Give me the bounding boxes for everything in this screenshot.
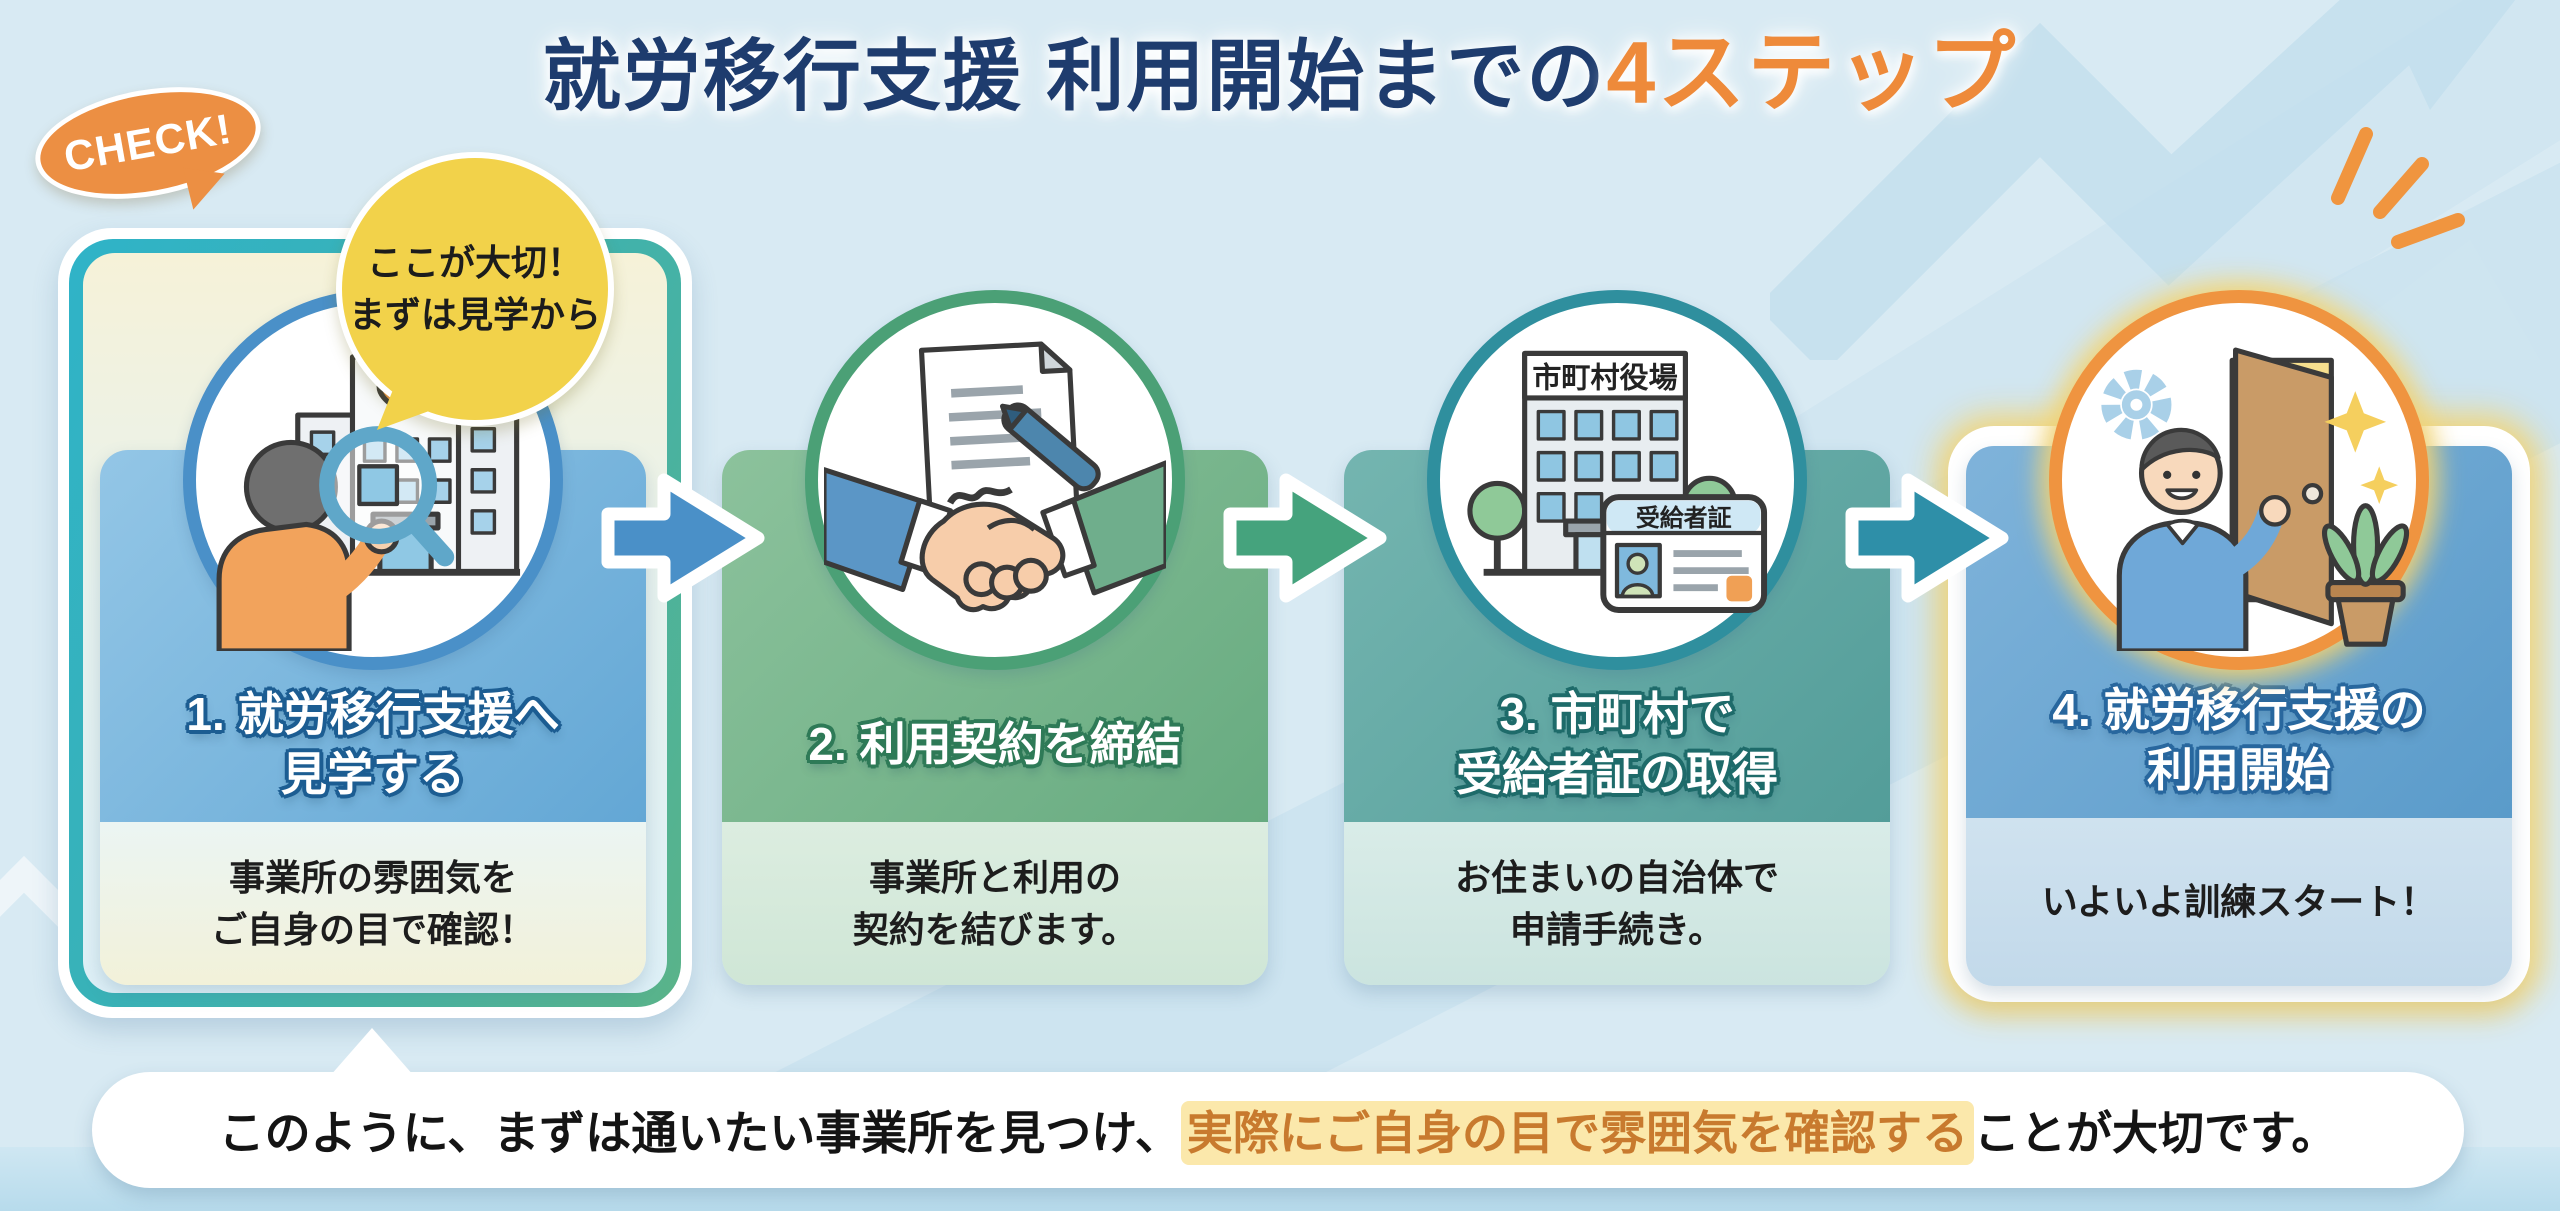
footer-banner: このように、まずは通いたい事業所を見つけ、実際にご自身の目で雰囲気を確認すること… bbox=[92, 1028, 2464, 1188]
step4-title-line2: 利用開始 bbox=[2147, 744, 2331, 796]
tip-bubble: ここが大切！ まずは見学から bbox=[336, 152, 614, 426]
check-badge-label: CHECK! bbox=[60, 104, 236, 181]
tip-bubble-line1: ここが大切！ bbox=[366, 241, 583, 283]
footer-text-prefix: このように、まずは通いたい事業所を見つけ、 bbox=[218, 1107, 1181, 1159]
step2-title-line1: 2. 利用契約を締結 bbox=[808, 718, 1182, 771]
step3-body: お住まいの自治体で 申請手続き。 bbox=[1344, 822, 1890, 985]
step4-body: いよいよ訓練スタート！ bbox=[1966, 818, 2512, 986]
city-hall-illustration: 市町村役場 受給者証 bbox=[1467, 350, 1768, 613]
step1-title-line1: 1. 就労移行支援へ bbox=[186, 688, 560, 741]
open-door-illustration bbox=[2101, 347, 2410, 651]
step1-body: 事業所の雰囲気を ご自身の目で確認！ bbox=[100, 822, 646, 985]
step2-body: 事業所と利用の 契約を結びます。 bbox=[722, 822, 1268, 985]
footer-text-highlight: 実際にご自身の目で雰囲気を確認する bbox=[1180, 1101, 1974, 1165]
emphasis-rays-icon bbox=[2331, 127, 2465, 249]
step3-icon-circle: 市町村役場 受給者証 bbox=[1427, 290, 1807, 670]
flow-arrow-2 bbox=[1223, 473, 1387, 603]
page-title: 就労移行支援 利用開始までの4ステップ bbox=[0, 2, 2560, 129]
flow-arrow-1 bbox=[601, 473, 765, 603]
background-growth-arrow bbox=[1770, 0, 2540, 360]
svg-text:受給者証: 受給者証 bbox=[1636, 504, 1732, 532]
handshake-contract-illustration bbox=[824, 341, 1166, 613]
step3-title-line1: 3. 市町村で bbox=[1499, 688, 1735, 741]
page-title-text: 就労移行支援 利用開始までの bbox=[542, 32, 1607, 120]
step4-icon-circle bbox=[2049, 290, 2429, 670]
step2-desc-line2: 契約を結びます。 bbox=[852, 908, 1138, 950]
step2-icon-circle bbox=[805, 290, 1185, 670]
tip-bubble-line2: まずは見学から bbox=[348, 294, 601, 335]
footer-text: このように、まずは通いたい事業所を見つけ、実際にご自身の目で雰囲気を確認すること… bbox=[218, 1097, 2338, 1165]
step4-desc-line1: いよいよ訓練スタート！ bbox=[2041, 881, 2437, 923]
step2-desc-line1: 事業所と利用の bbox=[868, 857, 1121, 899]
footer-text-suffix: ことが大切です。 bbox=[1974, 1107, 2338, 1159]
step4-title-line1: 4. 就労移行支援の bbox=[2052, 684, 2426, 737]
step3-desc-line2: 申請手続き。 bbox=[1509, 908, 1725, 950]
flow-arrow-3 bbox=[1845, 473, 2009, 603]
svg-text:市町村役場: 市町村役場 bbox=[1532, 361, 1677, 395]
step3-desc-line1: お住まいの自治体で bbox=[1454, 857, 1779, 899]
step3-title-line2: 受給者証の取得 bbox=[1456, 748, 1778, 800]
page-title-accent: 4ステップ bbox=[1606, 23, 2018, 122]
step1-desc-line1: 事業所の雰囲気を bbox=[228, 857, 517, 899]
step1-title-line2: 見学する bbox=[281, 748, 465, 800]
step1-desc-line2: ご自身の目で確認！ bbox=[210, 908, 535, 950]
